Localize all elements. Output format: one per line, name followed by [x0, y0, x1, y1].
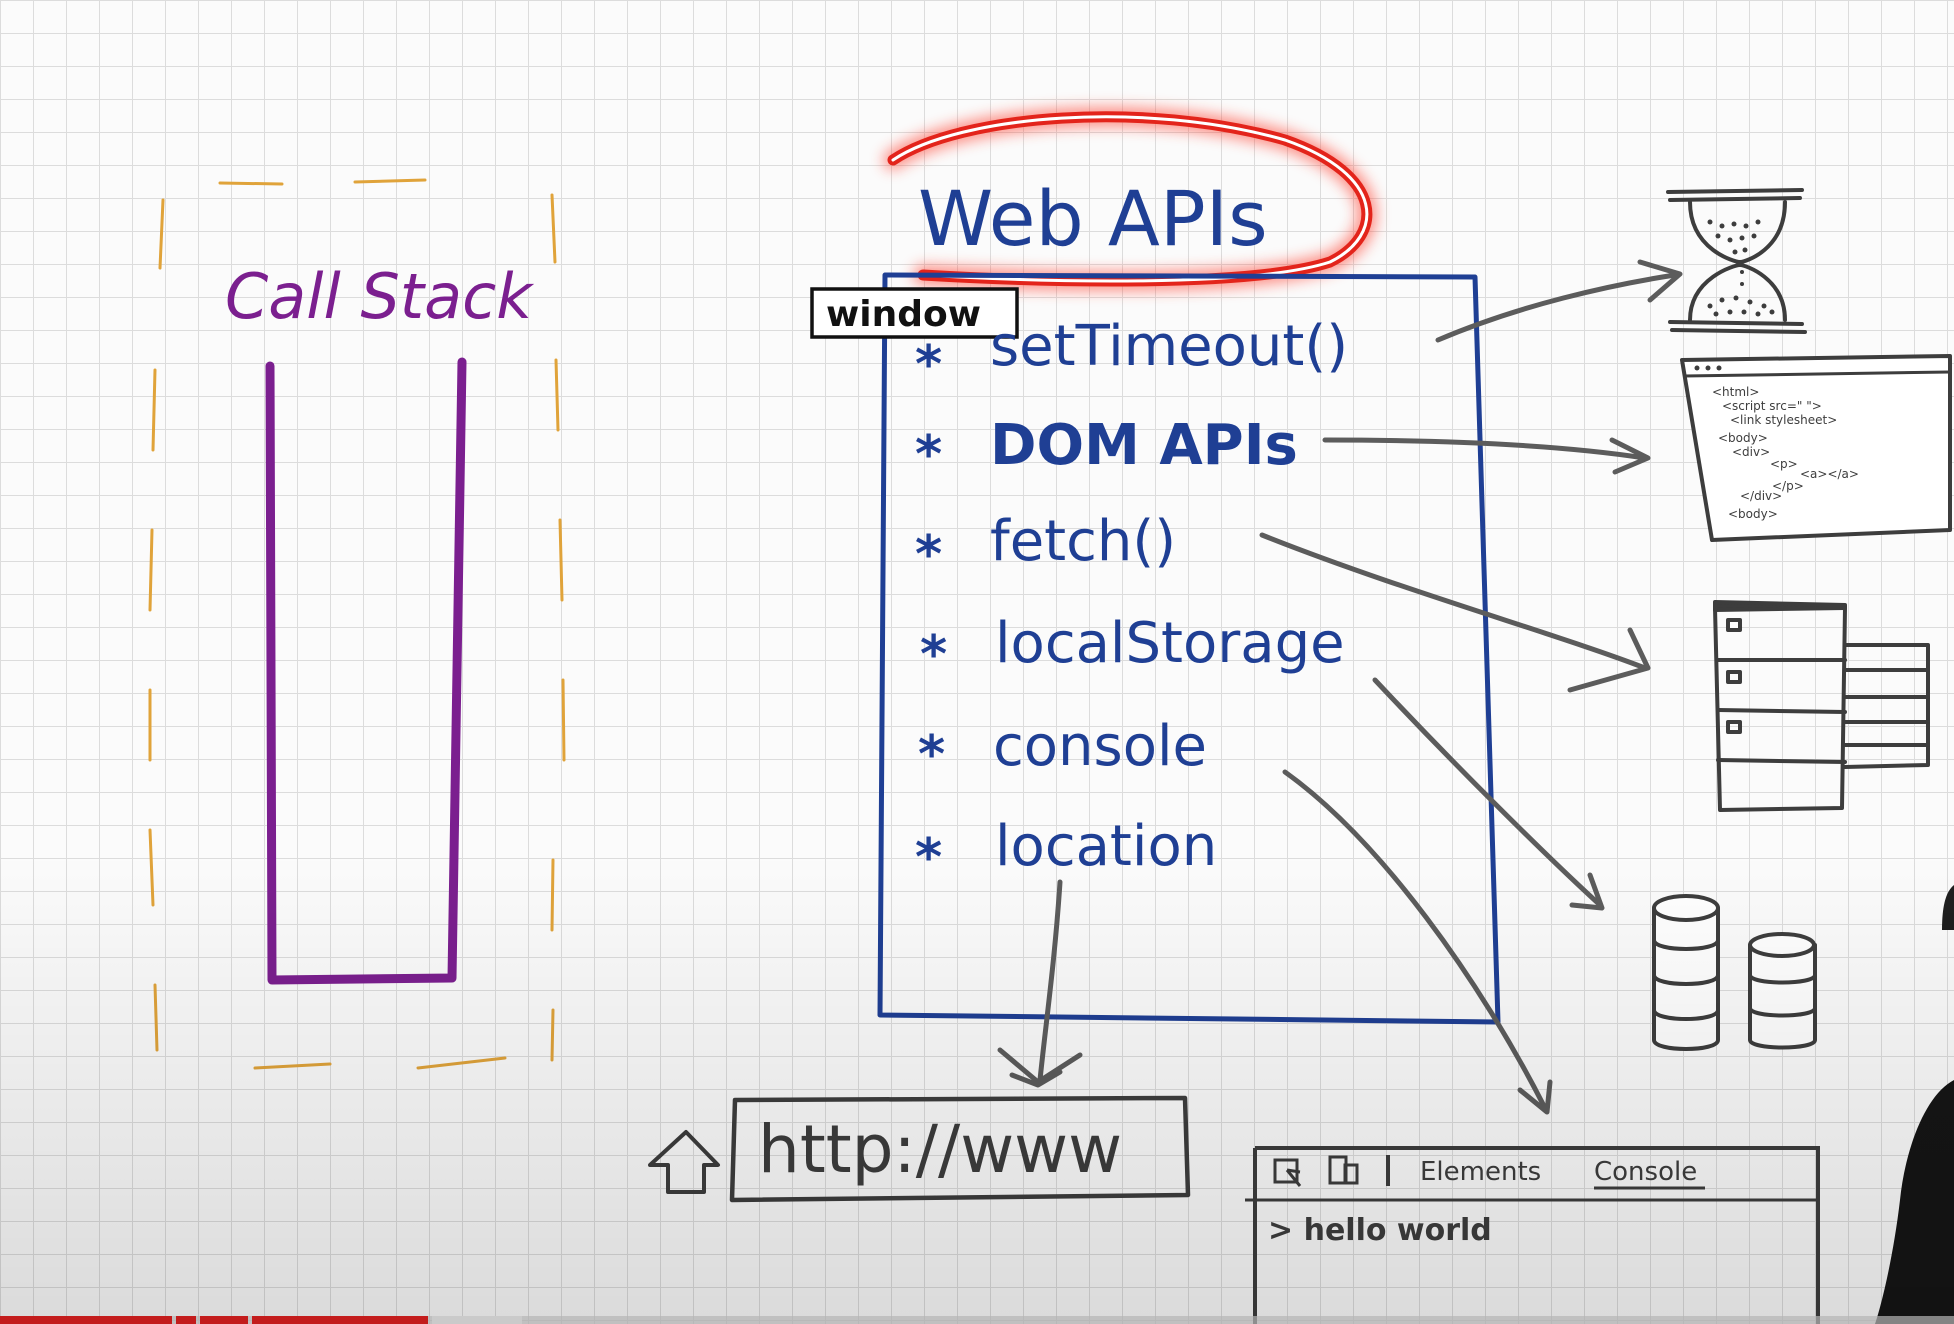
api-item-localstorage: localStorage — [995, 611, 1345, 676]
bullet-icon: * — [915, 525, 942, 585]
call-stack-group: Call Stack — [148, 178, 566, 1070]
doc-line: <a></a> — [1800, 467, 1859, 481]
call-stack-container — [265, 357, 467, 985]
doc-line: <div> — [1732, 445, 1770, 459]
bullet-icon: * — [915, 335, 942, 395]
url-text: http://www — [758, 1111, 1122, 1188]
url-bar-box — [729, 1095, 1191, 1203]
web-apis-title: Web APIs — [918, 174, 1268, 263]
url-bar: http://www — [648, 1095, 1191, 1203]
web-apis-group: Web APIs window * setTimeout() * DOM API… — [810, 106, 1501, 1025]
call-stack-dashed-border — [148, 178, 566, 1070]
devtools-frame — [1253, 1146, 1820, 1324]
arrow-location-to-url — [997, 879, 1083, 1088]
window-label: window — [826, 294, 981, 335]
doc-line: <link stylesheet> — [1730, 413, 1837, 427]
html-document-icon: <html> <script src=" "> <link stylesheet… — [1680, 354, 1952, 542]
api-item-dom-apis: DOM APIs — [990, 413, 1298, 478]
window-label-box: window — [810, 287, 1019, 339]
api-item-fetch: fetch() — [990, 509, 1176, 574]
web-api-list: * setTimeout() * DOM APIs * fetch() * lo… — [915, 314, 1348, 888]
video-progress-bar[interactable] — [0, 1316, 1954, 1324]
doc-line: </p> — [1772, 479, 1804, 493]
doc-line: <script src=" "> — [1722, 399, 1822, 413]
arrow-settimeout-to-hourglass — [1435, 259, 1683, 343]
doc-line: <p> — [1770, 457, 1798, 471]
hourglass-icon — [1666, 188, 1807, 334]
call-stack-title: Call Stack — [225, 260, 534, 333]
tab-elements[interactable]: Elements — [1420, 1157, 1541, 1187]
presenter-silhouette — [1875, 1080, 1954, 1324]
database-icon — [1652, 894, 1817, 1051]
doc-line: <html> — [1712, 385, 1759, 399]
api-item-console: console — [993, 714, 1207, 779]
arrow-console-to-devtools — [1282, 769, 1553, 1115]
console-output: > hello world — [1268, 1213, 1492, 1248]
arrows — [997, 259, 1683, 1115]
bullet-icon: * — [918, 725, 945, 785]
api-item-settimeout: setTimeout() — [990, 314, 1348, 379]
server-icon — [1713, 600, 1930, 812]
arrow-fetch-to-server — [1259, 532, 1651, 693]
home-icon — [648, 1130, 720, 1194]
api-item-location: location — [995, 814, 1217, 879]
tab-console[interactable]: Console — [1594, 1157, 1697, 1187]
doc-line: <body> — [1718, 431, 1768, 445]
doc-line: <body> — [1728, 507, 1778, 521]
devtools-console-panel: Elements Console > hello world — [1245, 1146, 1820, 1324]
inspect-icon — [1273, 1158, 1302, 1187]
device-toggle-icon — [1328, 1155, 1359, 1185]
bullet-icon: * — [920, 625, 947, 685]
arrow-dom-to-document — [1322, 437, 1651, 475]
bullet-icon: * — [915, 828, 942, 888]
arrow-localstorage-to-database — [1372, 677, 1605, 911]
doc-line: </div> — [1740, 489, 1782, 503]
bullet-icon: * — [915, 425, 942, 485]
